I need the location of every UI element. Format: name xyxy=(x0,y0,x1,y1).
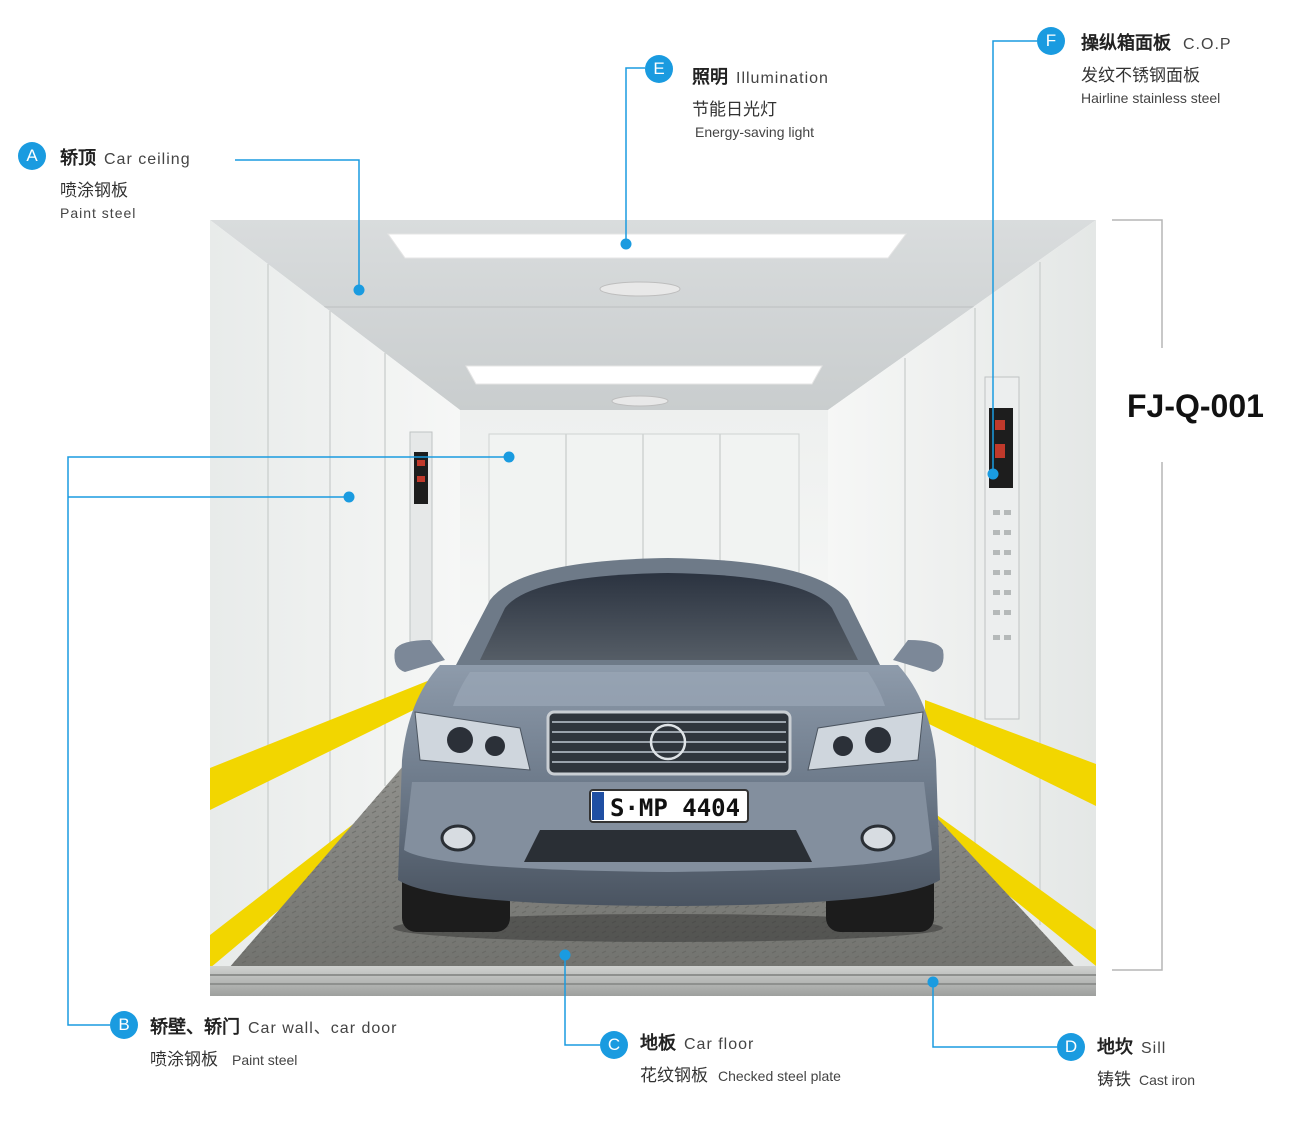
callout-e-en: Illumination xyxy=(736,70,829,87)
stripe-right-lower xyxy=(930,810,1096,966)
callout-f-zh: 操纵箱面板 xyxy=(1081,33,1171,54)
car-ceiling xyxy=(210,220,1096,410)
light-panel-icon xyxy=(387,233,907,259)
leader-line-b xyxy=(67,456,509,1026)
callout-e-material-en: Energy-saving light xyxy=(695,124,815,140)
callout-c-zh: 地板 xyxy=(640,1033,676,1054)
leader-line-c xyxy=(564,955,600,1046)
callout-a-material-en: Paint steel xyxy=(60,205,137,221)
callout-e-material-zh: 节能日光灯 xyxy=(692,100,777,120)
callout-c-material-en: Checked steel plate xyxy=(718,1068,841,1084)
callout-f-material-en: Hairline stainless steel xyxy=(1081,90,1221,106)
callout-c-material-zh: 花纹钢板 xyxy=(640,1066,708,1086)
badge-b: B xyxy=(110,1011,138,1039)
callout-b-material-zh: 喷涂钢板 xyxy=(150,1050,218,1070)
callout-b-en: Car wall、car door xyxy=(248,1020,398,1037)
car-illustration: S·MP 4404 xyxy=(393,558,944,942)
ceiling-fan-icon xyxy=(611,395,669,407)
license-plate: S·MP 4404 xyxy=(610,794,740,822)
callout-f-en: C.O.P xyxy=(1183,36,1232,53)
leader-line-f xyxy=(992,40,1037,474)
leader-line-e xyxy=(625,67,645,244)
callout-e-zh: 照明 xyxy=(692,67,728,88)
car-wall-left xyxy=(210,220,460,990)
callout-b-zh: 轿壁、轿门 xyxy=(150,1017,240,1038)
sill xyxy=(210,966,1096,996)
badge-e: E xyxy=(645,55,673,83)
stripe-right-upper xyxy=(925,700,1096,806)
callout-f-material-zh: 发纹不锈钢面板 xyxy=(1081,66,1200,86)
model-code: FJ-Q-001 xyxy=(1127,388,1264,424)
light-panel-icon xyxy=(465,365,823,385)
ceiling-fan-icon xyxy=(599,281,681,297)
callout-d-material-en: Cast iron xyxy=(1139,1072,1196,1088)
stripe-left-upper xyxy=(210,680,430,810)
callout-c-en: Car floor xyxy=(684,1036,755,1053)
callout-d-material-zh: 铸铁 xyxy=(1097,1070,1131,1090)
badge-d: D xyxy=(1057,1033,1085,1061)
callout-b-material-en: Paint steel xyxy=(232,1052,298,1068)
badge-a: A xyxy=(18,142,46,170)
callout-a-zh: 轿顶 xyxy=(60,148,96,169)
dimension-bracket xyxy=(1112,219,1163,971)
callout-a-material-zh: 喷涂钢板 xyxy=(60,181,128,201)
leader-line-d xyxy=(932,982,1057,1048)
car-wall-right xyxy=(828,220,1096,990)
callout-d-en: Sill xyxy=(1141,1040,1167,1057)
badge-c: C xyxy=(600,1031,628,1059)
callout-d-zh: 地坎 xyxy=(1097,1037,1133,1058)
leader-line-a xyxy=(235,159,360,290)
callout-a-en: Car ceiling xyxy=(104,151,191,168)
badge-f: F xyxy=(1037,27,1065,55)
